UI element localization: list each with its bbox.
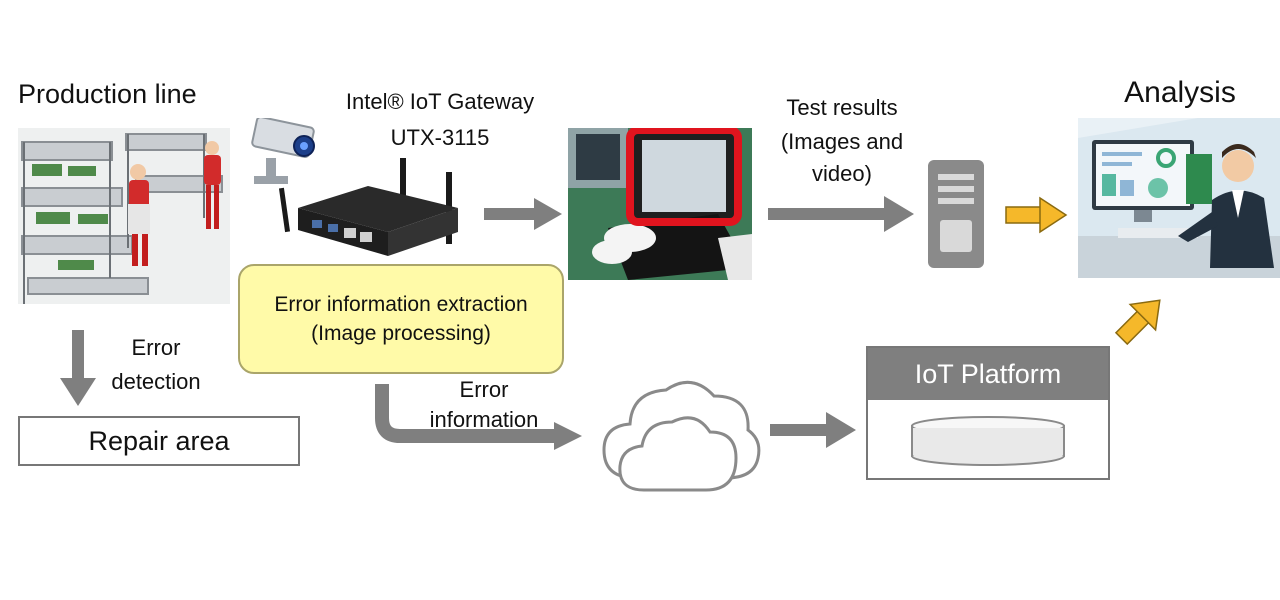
iot-platform-title: IoT Platform	[868, 348, 1108, 400]
gateway-label-line2: UTX-3115	[390, 125, 490, 150]
test-results-label-line3: video)	[812, 161, 872, 186]
repair-area-box: Repair area	[18, 416, 300, 466]
arrow-server-to-analysis	[1005, 196, 1068, 234]
worker-figure	[128, 164, 150, 266]
database-icon	[911, 416, 1065, 466]
arrow-callout-to-cloud	[375, 384, 582, 450]
arrow-platform-to-analysis	[1114, 299, 1161, 346]
gateway-label-line1: Intel® IoT Gateway	[345, 89, 535, 114]
arrow-gateway-to-inspection	[484, 198, 562, 230]
error-detection-label-line2: detection	[111, 369, 201, 394]
iot-platform-box: IoT Platform	[866, 346, 1110, 480]
error-information-label-line1: Error	[459, 377, 509, 402]
test-results-label-line2: (Images and	[780, 129, 904, 154]
inspection-photo	[568, 128, 752, 280]
callout-line2: (Image processing)	[311, 322, 491, 345]
repair-area-label: Repair area	[88, 425, 230, 456]
arrow-cloud-to-platform	[770, 412, 856, 448]
test-results-label-line1: Test results	[786, 95, 898, 120]
analysis-label: Analysis	[1124, 76, 1236, 109]
highlight-frame	[626, 128, 742, 226]
production-line-label: Production line	[18, 79, 197, 109]
image-processing-callout: Error information extraction (Image proc…	[238, 264, 564, 374]
arrow-inspection-to-server	[768, 196, 914, 232]
arrow-production-to-repair	[60, 330, 96, 406]
security-camera-icon	[251, 118, 315, 184]
cloud-icon	[602, 380, 761, 492]
analysis-illustration	[1078, 118, 1280, 278]
production-line-illustration	[18, 128, 230, 304]
iot-gateway-device-icon	[278, 158, 458, 256]
error-information-label-line2: information	[429, 407, 539, 432]
callout-line1: Error information extraction	[274, 292, 528, 316]
server-tower-icon	[928, 160, 984, 268]
error-detection-label-line1: Error	[131, 335, 181, 360]
